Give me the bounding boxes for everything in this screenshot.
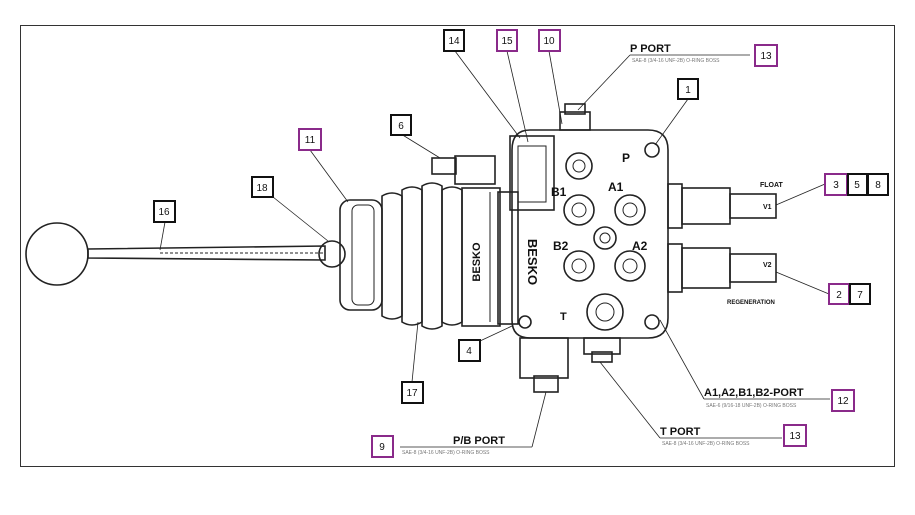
label-t: T [560, 311, 567, 323]
svg-text:7: 7 [857, 290, 863, 301]
p-port-fitting [559, 111, 591, 131]
svg-text:18: 18 [256, 183, 268, 194]
work-ports-spec: SAE-6 (9/16-18 UNF-2B) O-RING BOSS [706, 403, 797, 409]
label-p: P [622, 151, 630, 165]
callout-13-top: 13 [754, 44, 778, 67]
svg-text:2: 2 [836, 290, 842, 301]
lever-rod [87, 245, 326, 261]
svg-text:8: 8 [875, 180, 881, 191]
handle-knob [25, 222, 89, 286]
svg-text:13: 13 [789, 431, 801, 442]
brand-top-text: BESKO [525, 239, 540, 285]
t-port-label: T PORT [660, 426, 701, 438]
svg-text:12: 12 [837, 396, 849, 407]
label-float: FLOAT [760, 182, 784, 189]
callout-7: 7 [849, 283, 871, 305]
label-b2: B2 [553, 239, 569, 253]
callout-1: 1 [677, 78, 699, 100]
svg-text:4: 4 [466, 346, 472, 357]
callout-18: 18 [251, 176, 274, 198]
callout-14: 14 [443, 29, 465, 52]
pb-port-label: P/B PORT [453, 435, 505, 447]
svg-text:13: 13 [760, 51, 772, 62]
svg-text:14: 14 [448, 36, 460, 47]
svg-text:16: 16 [158, 207, 170, 218]
callout-16: 16 [153, 200, 176, 223]
boot-bellows: BESKO [339, 182, 501, 330]
label-regeneration: REGENERATION [727, 300, 775, 306]
lever-pivot [318, 240, 346, 268]
callout-leaders [159, 50, 830, 383]
p-port-label: P PORT [630, 43, 671, 55]
callout-9: 9 [371, 435, 394, 458]
t-port-spec: SAE-8 (3/4-16 UNF-2B) O-RING BOSS [662, 441, 750, 447]
pb-port-spec: SAE-8 (3/4-16 UNF-2B) O-RING BOSS [402, 450, 490, 456]
handle-lever [25, 222, 346, 286]
svg-text:5: 5 [854, 180, 860, 191]
callout-4: 4 [458, 339, 481, 362]
callout-15: 15 [496, 29, 518, 52]
callout-6: 6 [390, 114, 412, 136]
svg-text:9: 9 [379, 442, 385, 453]
svg-text:1: 1 [685, 85, 691, 96]
callout-8: 8 [867, 173, 889, 196]
relief-cartridges: FLOAT V1 V2 REGENERATION [667, 182, 784, 306]
svg-text:11: 11 [305, 135, 316, 146]
svg-text:15: 15 [501, 36, 513, 47]
spool-housing [431, 135, 555, 325]
label-a2: A2 [632, 239, 648, 253]
callout-11: 11 [298, 128, 322, 151]
port-annotations: P PORT SAE-8 (3/4-16 UNF-2B) O-RING BOSS… [400, 43, 830, 456]
callout-10: 10 [538, 29, 561, 52]
svg-text:6: 6 [398, 121, 404, 132]
bottom-fittings [519, 337, 621, 393]
callout-5: 5 [847, 173, 868, 196]
svg-text:3: 3 [833, 180, 839, 191]
label-v1: V1 [763, 204, 772, 211]
svg-text:17: 17 [406, 388, 418, 399]
label-v2: V2 [763, 262, 772, 269]
callout-17: 17 [401, 381, 424, 404]
label-b1: B1 [551, 185, 567, 199]
callout-3: 3 [824, 173, 848, 196]
valve-body: B1 A1 B2 A2 P T BESKO [511, 103, 669, 339]
drawing-frame [20, 25, 895, 467]
label-a1: A1 [608, 180, 624, 194]
callout-12: 12 [831, 389, 855, 412]
work-ports-label: A1,A2,B1,B2-PORT [704, 387, 804, 399]
callout-13: 13 [783, 424, 807, 447]
svg-text:10: 10 [543, 36, 555, 47]
callout-2: 2 [828, 283, 850, 305]
p-port-spec: SAE-8 (3/4-16 UNF-2B) O-RING BOSS [632, 58, 720, 64]
brand-side-text: BESKO [471, 242, 483, 282]
